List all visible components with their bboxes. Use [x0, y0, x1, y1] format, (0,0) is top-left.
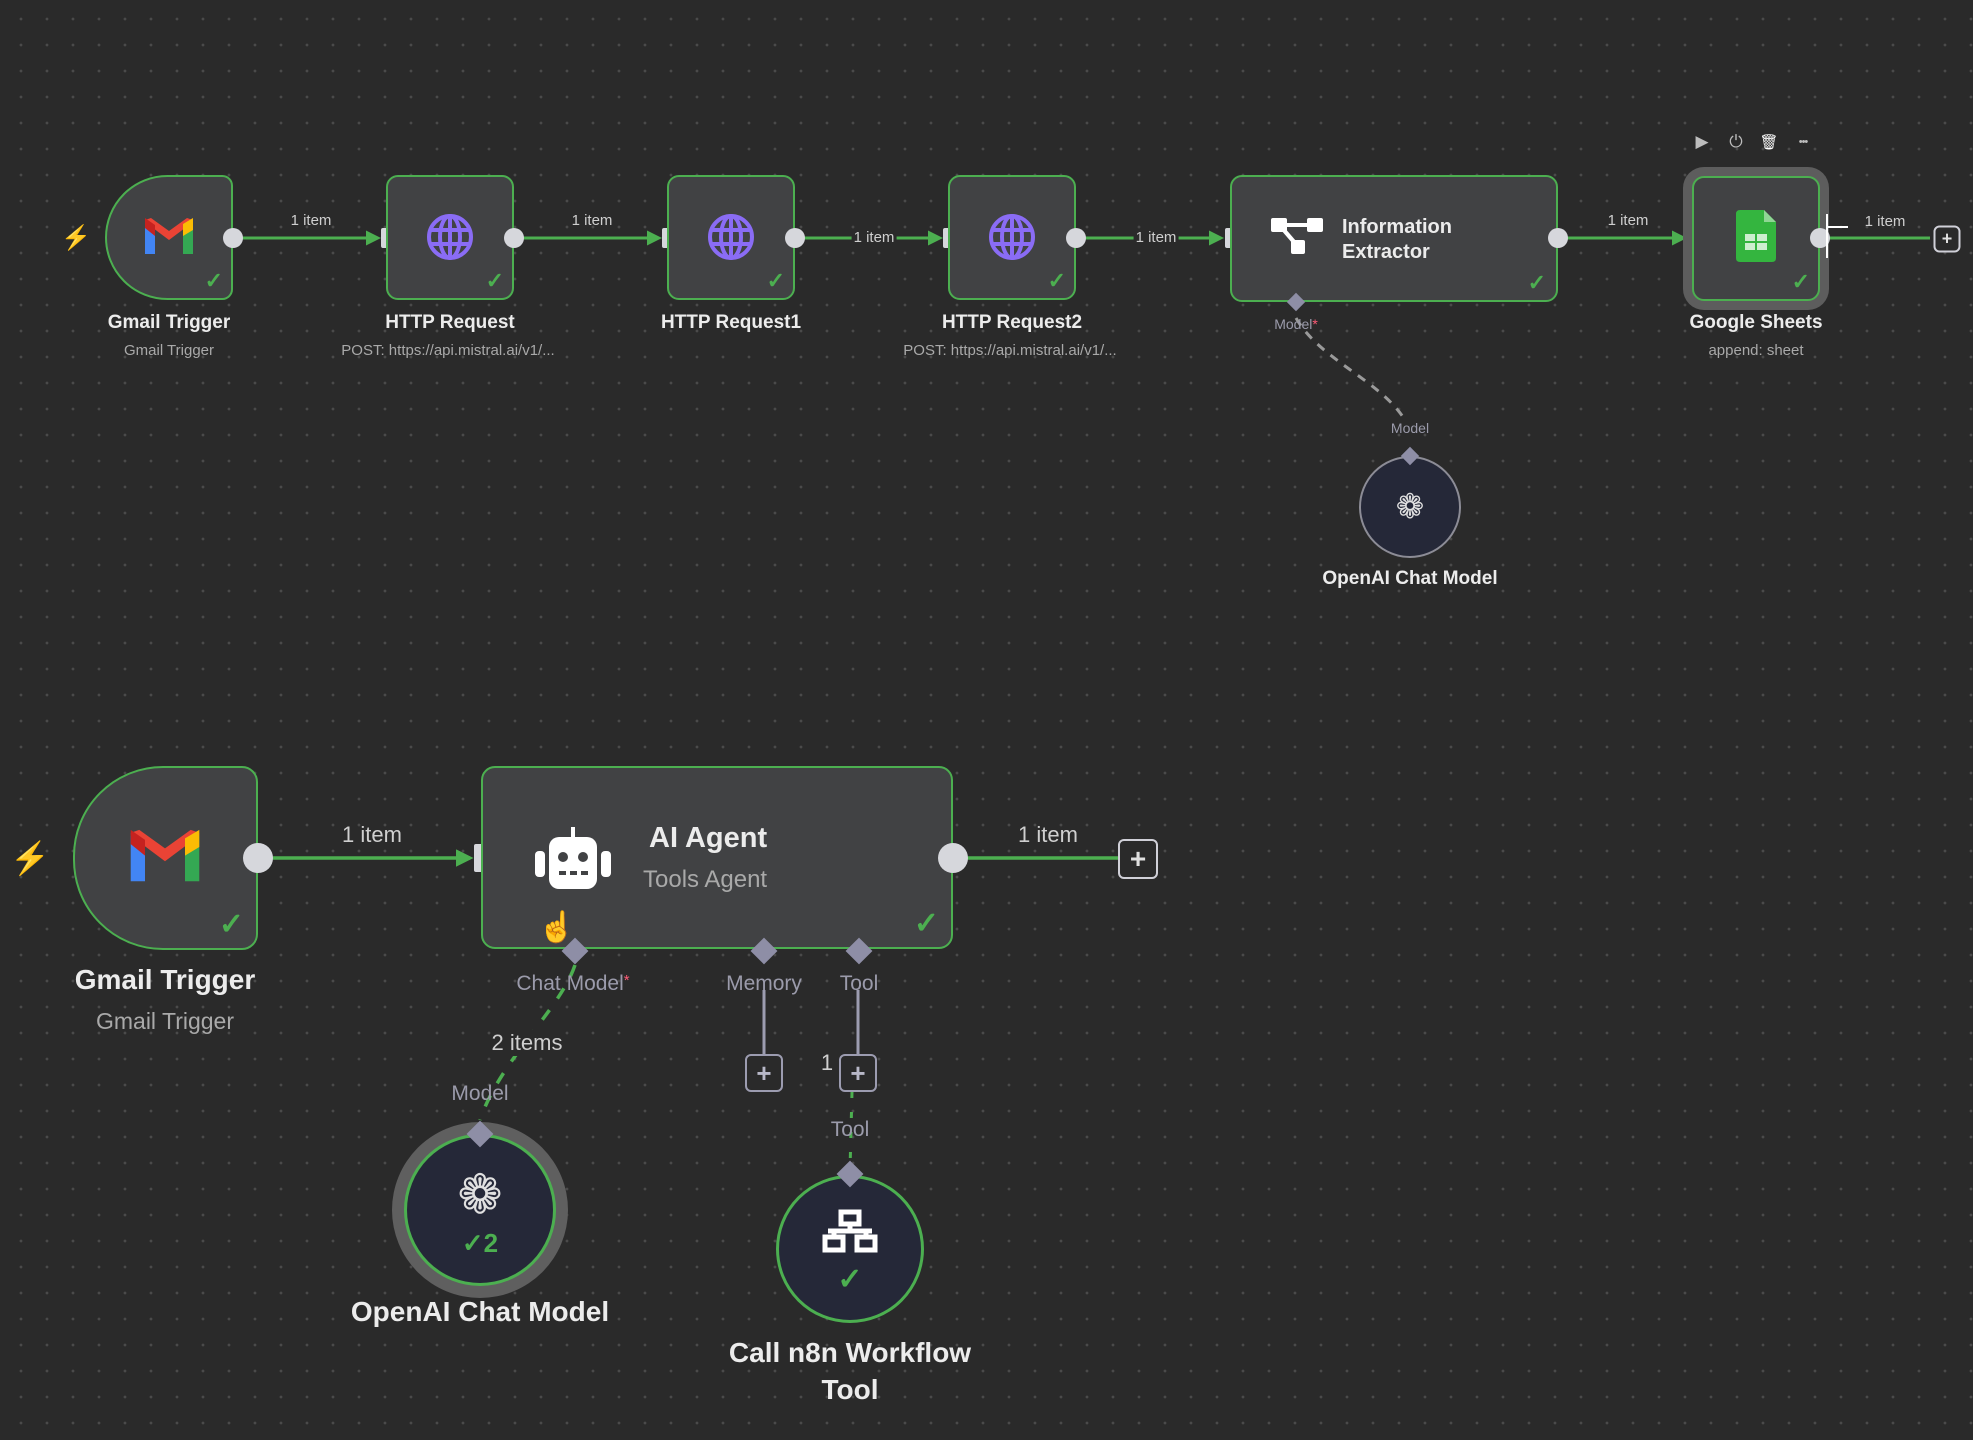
port-label-model: Model [451, 1082, 509, 1105]
port-label-memory: Memory [726, 972, 802, 995]
port-label-text: Model [1274, 316, 1313, 332]
output-port[interactable] [1548, 228, 1568, 248]
success-check-icon: ✓ [1047, 268, 1066, 293]
globe-icon [705, 211, 757, 263]
node-subtitle: POST: https://api.mistral.ai/v1/... [341, 342, 555, 359]
edge-label-tool: 1 [820, 1050, 834, 1075]
port-label-tool: Tool [830, 1118, 870, 1141]
success-check-icon: ✓ [913, 907, 939, 940]
run-count: 2 [483, 1227, 499, 1258]
node-title: HTTP Request1 [660, 312, 802, 333]
tree-icon [1270, 213, 1326, 259]
output-port[interactable] [504, 228, 524, 248]
sitemap-icon [822, 1209, 878, 1258]
success-check-icon: ✓ [461, 1227, 484, 1258]
add-memory-button[interactable]: + [745, 1054, 783, 1092]
node-gmail-trigger-bottom[interactable]: ✓ [73, 766, 258, 950]
node-http-request2[interactable]: ✓ [948, 175, 1076, 300]
trigger-bolt-icon: ⚡ [61, 224, 91, 252]
node-title: OpenAI Chat Model [1322, 568, 1498, 589]
output-port[interactable] [223, 228, 243, 248]
node-call-n8n-workflow-tool[interactable]: ✓ [776, 1175, 924, 1323]
mouse-crosshair-cursor-h [1826, 226, 1848, 228]
node-title: Gmail Trigger [74, 964, 256, 995]
node-gmail-trigger[interactable]: ✓ [105, 175, 233, 300]
node-title-line2: Extractor [1342, 241, 1430, 263]
run-count-badge: ✓2 [462, 1228, 498, 1259]
edge-label: 1 item [290, 212, 332, 229]
required-marker: * [1312, 316, 1318, 332]
output-port[interactable] [1066, 228, 1086, 248]
port-label-text: Chat Model [516, 972, 624, 995]
edge-label: 1 item [571, 212, 613, 229]
success-check-icon: ✓ [218, 908, 244, 941]
success-check-icon: ✓ [766, 268, 785, 293]
node-title-line2: Tool [821, 1374, 879, 1405]
trash-icon[interactable]: 🗑 [1759, 134, 1779, 151]
mouse-pointer-cursor: ☝ [538, 911, 576, 944]
success-check-icon: ✓ [1527, 270, 1546, 295]
globe-icon [424, 211, 476, 263]
node-subtitle: append: sheet [1708, 342, 1804, 359]
port-label-chat-model: Chat Model* [516, 972, 629, 996]
node-title: Gmail Trigger [107, 312, 231, 333]
node-title: HTTP Request2 [941, 312, 1083, 333]
node-http-request[interactable]: ✓ [386, 175, 514, 300]
port-label-model: Model [1390, 420, 1430, 436]
node-subtitle: Gmail Trigger [95, 1008, 235, 1034]
edge-label: 1 item [1133, 229, 1179, 246]
edge-label: 1 item [1607, 212, 1649, 229]
edge-label: 1 item [342, 822, 402, 847]
required-marker: * [623, 972, 630, 989]
output-port[interactable] [243, 843, 273, 873]
edge-label: 1 item [1864, 213, 1906, 230]
node-google-sheets[interactable]: ✓ [1692, 176, 1820, 301]
node-http-request1[interactable]: ✓ [667, 175, 795, 300]
success-check-icon: ✓ [204, 268, 223, 293]
output-port[interactable] [1810, 228, 1830, 248]
node-subtitle: POST: https://api.mistral.ai/v1/... [903, 342, 1117, 359]
globe-icon [986, 211, 1038, 263]
node-ai-agent[interactable]: AI Agent Tools Agent ✓ [481, 766, 953, 949]
gmail-icon [119, 822, 211, 892]
node-title: AI Agent [649, 822, 768, 854]
output-port[interactable] [938, 843, 968, 873]
more-icon[interactable]: ••• [1798, 136, 1809, 148]
node-title-line1: Information [1342, 216, 1452, 238]
add-node-button[interactable]: + [1933, 225, 1961, 253]
edge-label: 1 item [851, 229, 897, 246]
trigger-bolt-icon: ⚡ [10, 840, 50, 876]
node-openai-chat-model-bottom[interactable]: ❁ ✓2 [404, 1134, 556, 1286]
edge-label-model: 2 items [491, 1030, 563, 1056]
edge-label: 1 item [1018, 822, 1078, 847]
port-label-model: Model* [1274, 316, 1318, 332]
output-port[interactable] [785, 228, 805, 248]
node-title: Google Sheets [1689, 312, 1823, 333]
play-icon[interactable]: ▶ [1695, 132, 1709, 151]
success-check-icon: ✓ [485, 268, 504, 293]
node-title: Information Extractor [1342, 215, 1452, 265]
mouse-crosshair-cursor [1826, 214, 1828, 258]
port-label-tool: Tool [839, 972, 879, 995]
node-title: HTTP Request [385, 312, 515, 333]
gmail-icon [137, 209, 201, 265]
add-tool-button[interactable]: + [839, 1054, 877, 1092]
add-node-button[interactable]: + [1118, 839, 1158, 879]
success-check-icon: ✓ [837, 1263, 863, 1296]
openai-icon: ❁ [457, 1164, 503, 1225]
node-title-line1: Call n8n Workflow [728, 1337, 972, 1368]
node-title: OpenAI Chat Model [350, 1296, 610, 1327]
openai-icon: ❁ [1395, 488, 1425, 526]
node-subtitle: Gmail Trigger [123, 342, 215, 359]
success-check-icon: ✓ [1791, 269, 1810, 294]
power-icon[interactable]: ⏻ [1729, 132, 1743, 151]
node-information-extractor[interactable]: Information Extractor ✓ [1230, 175, 1558, 302]
node-openai-chat-model-top[interactable]: ❁ [1359, 456, 1461, 558]
node-subtitle: Tools Agent [643, 866, 768, 893]
robot-icon [535, 826, 611, 892]
node-title: Call n8n Workflow Tool [729, 1334, 971, 1408]
edge-model-extractor[interactable] [1294, 317, 1407, 421]
sheets-icon [1734, 208, 1778, 264]
